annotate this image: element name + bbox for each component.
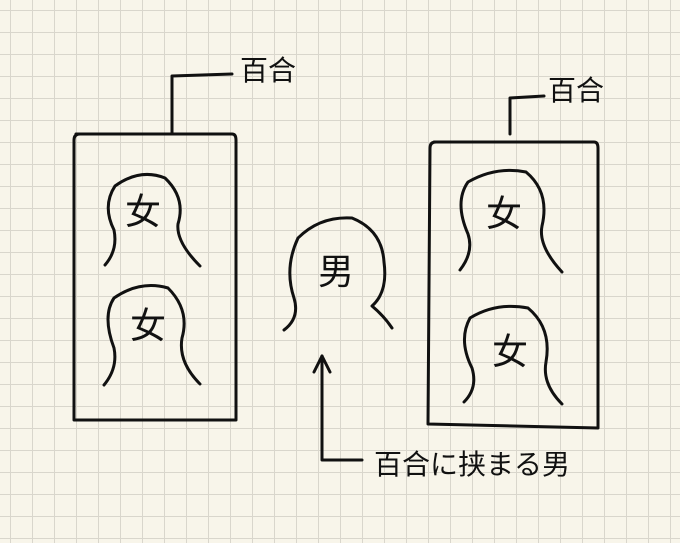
man-glyph: 男 [318,252,354,293]
figure-woman-left-top: 女 [103,172,202,268]
left-group-box [72,132,238,422]
right-group-box [426,140,600,430]
woman-glyph: 女 [130,306,166,347]
woman-glyph: 女 [125,192,161,233]
woman-glyph: 女 [486,194,522,235]
figure-woman-right-top: 女 [458,168,564,274]
left-lily-group: 百合 女 女 [72,54,296,422]
bottom-caption: 百合に挟まる男 [374,448,570,481]
pointer-arrow [312,354,364,462]
figure-woman-left-bottom: 女 [102,284,202,387]
figure-woman-right-bottom: 女 [462,304,564,406]
left-group-leader-line [170,72,234,136]
right-group-label: 百合 [548,74,604,107]
right-group-leader-line [508,94,546,136]
right-lily-group: 百合 女 女 [426,74,604,430]
woman-glyph: 女 [492,332,528,373]
figure-man-center: 男 [282,216,394,332]
left-group-label: 百合 [240,54,296,87]
